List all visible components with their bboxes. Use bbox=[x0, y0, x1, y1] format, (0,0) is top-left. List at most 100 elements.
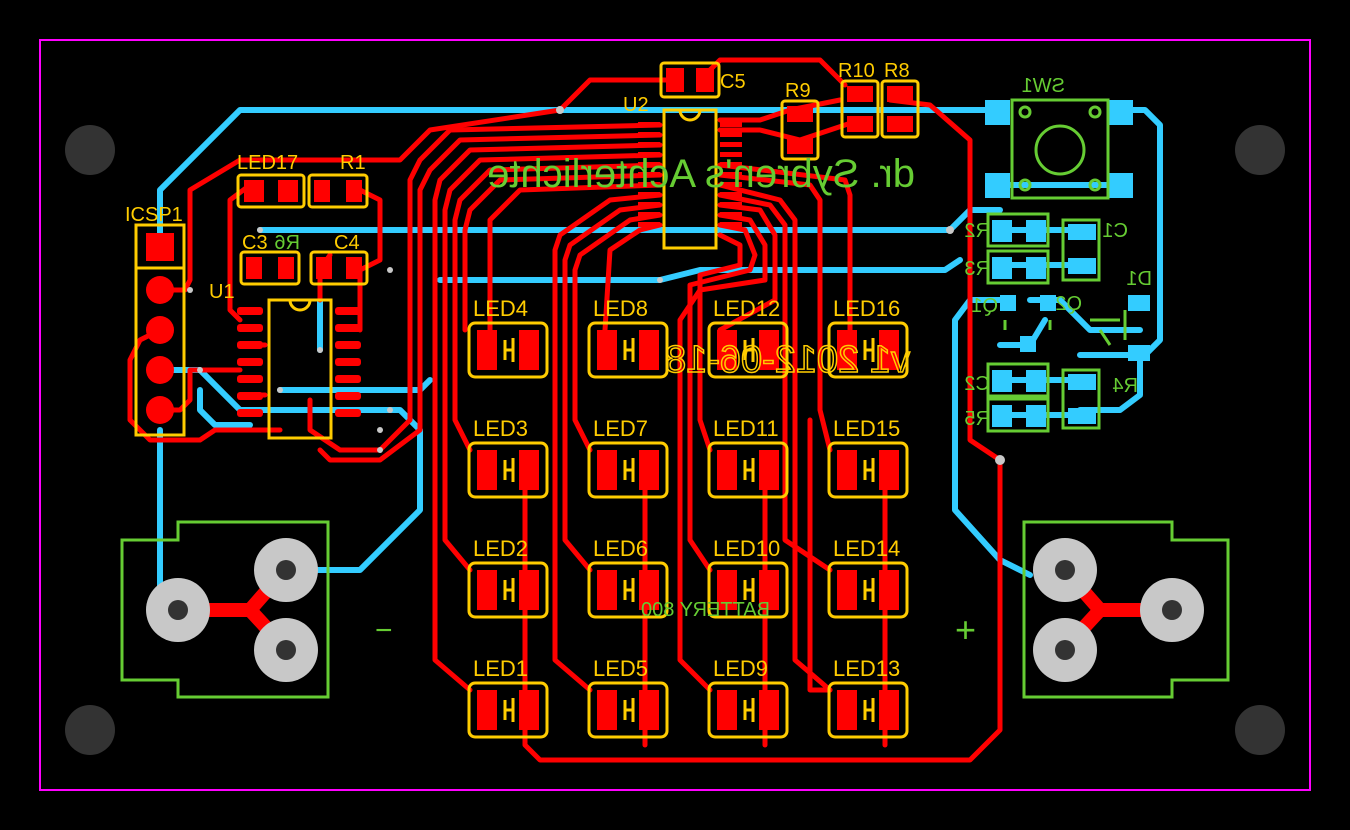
u2-pad bbox=[638, 132, 660, 137]
u1-pad bbox=[335, 358, 361, 366]
r6-outline bbox=[239, 250, 301, 286]
r1-pad bbox=[346, 180, 362, 202]
led-led16: LED16 bbox=[827, 296, 909, 379]
c2-pad bbox=[992, 370, 1012, 392]
u2-pads bbox=[638, 122, 742, 227]
u2-pad bbox=[638, 182, 660, 187]
r6-pad bbox=[246, 257, 262, 279]
led-outline bbox=[707, 681, 789, 739]
led-pad bbox=[837, 450, 857, 490]
u1-pads bbox=[237, 307, 361, 417]
led-outline bbox=[587, 561, 669, 619]
led-pad bbox=[597, 450, 617, 490]
led-pad bbox=[879, 570, 899, 610]
led-polarity-mark bbox=[623, 698, 635, 722]
c1-pad bbox=[1068, 224, 1096, 240]
r9-label: R9 bbox=[785, 80, 811, 102]
led-pad bbox=[477, 690, 497, 730]
led-label: LED16 bbox=[833, 296, 900, 321]
led-pad bbox=[477, 570, 497, 610]
version-text: v1 2012-06-18 bbox=[665, 339, 910, 381]
r2-label: R2 bbox=[964, 220, 990, 242]
r10-label: R10 bbox=[838, 60, 875, 82]
sw1-pad bbox=[1108, 173, 1133, 198]
r9-outline bbox=[780, 99, 820, 161]
led-polarity-mark bbox=[743, 338, 755, 362]
battery-contacts bbox=[146, 538, 1204, 682]
led-pad bbox=[519, 570, 539, 610]
sw1-button bbox=[1034, 124, 1086, 176]
c3-label: C3 bbox=[242, 232, 268, 254]
led-outline bbox=[707, 321, 789, 379]
led-pad bbox=[717, 450, 737, 490]
led-pad bbox=[717, 330, 737, 370]
led-led5: LED5 bbox=[587, 656, 669, 739]
led-outline bbox=[587, 681, 669, 739]
c5-outline bbox=[659, 61, 721, 99]
led-polarity-mark bbox=[623, 578, 635, 602]
u2-pad bbox=[638, 172, 660, 177]
c4-pad bbox=[316, 257, 332, 279]
u2-pad bbox=[720, 162, 742, 167]
led-outline bbox=[827, 441, 909, 499]
led-outline bbox=[587, 321, 669, 379]
led-pad bbox=[477, 330, 497, 370]
icsp-pad bbox=[146, 396, 174, 424]
bottom-silkscreen bbox=[120, 98, 1230, 699]
led-polarity-mark bbox=[503, 338, 515, 362]
q1-label: Q1 bbox=[971, 295, 998, 317]
led-polarity-mark bbox=[863, 698, 875, 722]
r2-pad bbox=[992, 220, 1012, 242]
led-outline bbox=[827, 321, 909, 379]
led-outline bbox=[827, 561, 909, 619]
led-polarity-mark bbox=[743, 458, 755, 482]
led-pad bbox=[597, 330, 617, 370]
r3-pad bbox=[1026, 257, 1046, 279]
led-label: LED7 bbox=[593, 416, 648, 441]
led-label: LED5 bbox=[593, 656, 648, 681]
c2-pad bbox=[1026, 370, 1046, 392]
led-pad bbox=[639, 690, 659, 730]
u1-pad bbox=[335, 307, 361, 315]
led-led9: LED9 bbox=[707, 656, 789, 739]
sw1-pad bbox=[985, 100, 1010, 125]
led-outline bbox=[467, 441, 549, 499]
r5-pad bbox=[1026, 405, 1046, 427]
led-label: LED4 bbox=[473, 296, 528, 321]
battery-holder-left bbox=[120, 520, 330, 699]
led-pad bbox=[639, 450, 659, 490]
led-pad bbox=[519, 690, 539, 730]
top-copper-pads bbox=[146, 68, 913, 424]
u2-pad bbox=[720, 142, 742, 147]
led-label: LED10 bbox=[713, 536, 780, 561]
u1-pad bbox=[237, 409, 263, 417]
mounting-hole-tl bbox=[65, 125, 115, 175]
r10-outline bbox=[840, 79, 880, 139]
c4-label: C4 bbox=[334, 232, 360, 254]
r5-label: R5 bbox=[964, 408, 990, 430]
led-label: LED13 bbox=[833, 656, 900, 681]
led-led7: LED7 bbox=[587, 416, 669, 499]
led-polarity-mark bbox=[503, 698, 515, 722]
c5-pad bbox=[666, 68, 684, 92]
q1-pad bbox=[1128, 345, 1150, 361]
led-polarity-mark bbox=[503, 578, 515, 602]
led-label: LED14 bbox=[833, 536, 900, 561]
r4-pad bbox=[1068, 374, 1096, 390]
led-pad bbox=[879, 690, 899, 730]
u2-pad bbox=[638, 202, 660, 207]
q2-label: Q2 bbox=[1055, 293, 1082, 315]
u2-pad bbox=[638, 212, 660, 217]
led-pad bbox=[519, 330, 539, 370]
led-label: LED8 bbox=[593, 296, 648, 321]
u2-pad bbox=[638, 152, 660, 157]
led-pad bbox=[639, 570, 659, 610]
led-outline bbox=[827, 681, 909, 739]
icsp-outline bbox=[134, 223, 186, 437]
mounting-holes bbox=[65, 125, 1285, 755]
u1-pad bbox=[237, 307, 263, 315]
d1-label: D1 bbox=[1126, 268, 1152, 290]
r6-pad bbox=[278, 257, 294, 279]
